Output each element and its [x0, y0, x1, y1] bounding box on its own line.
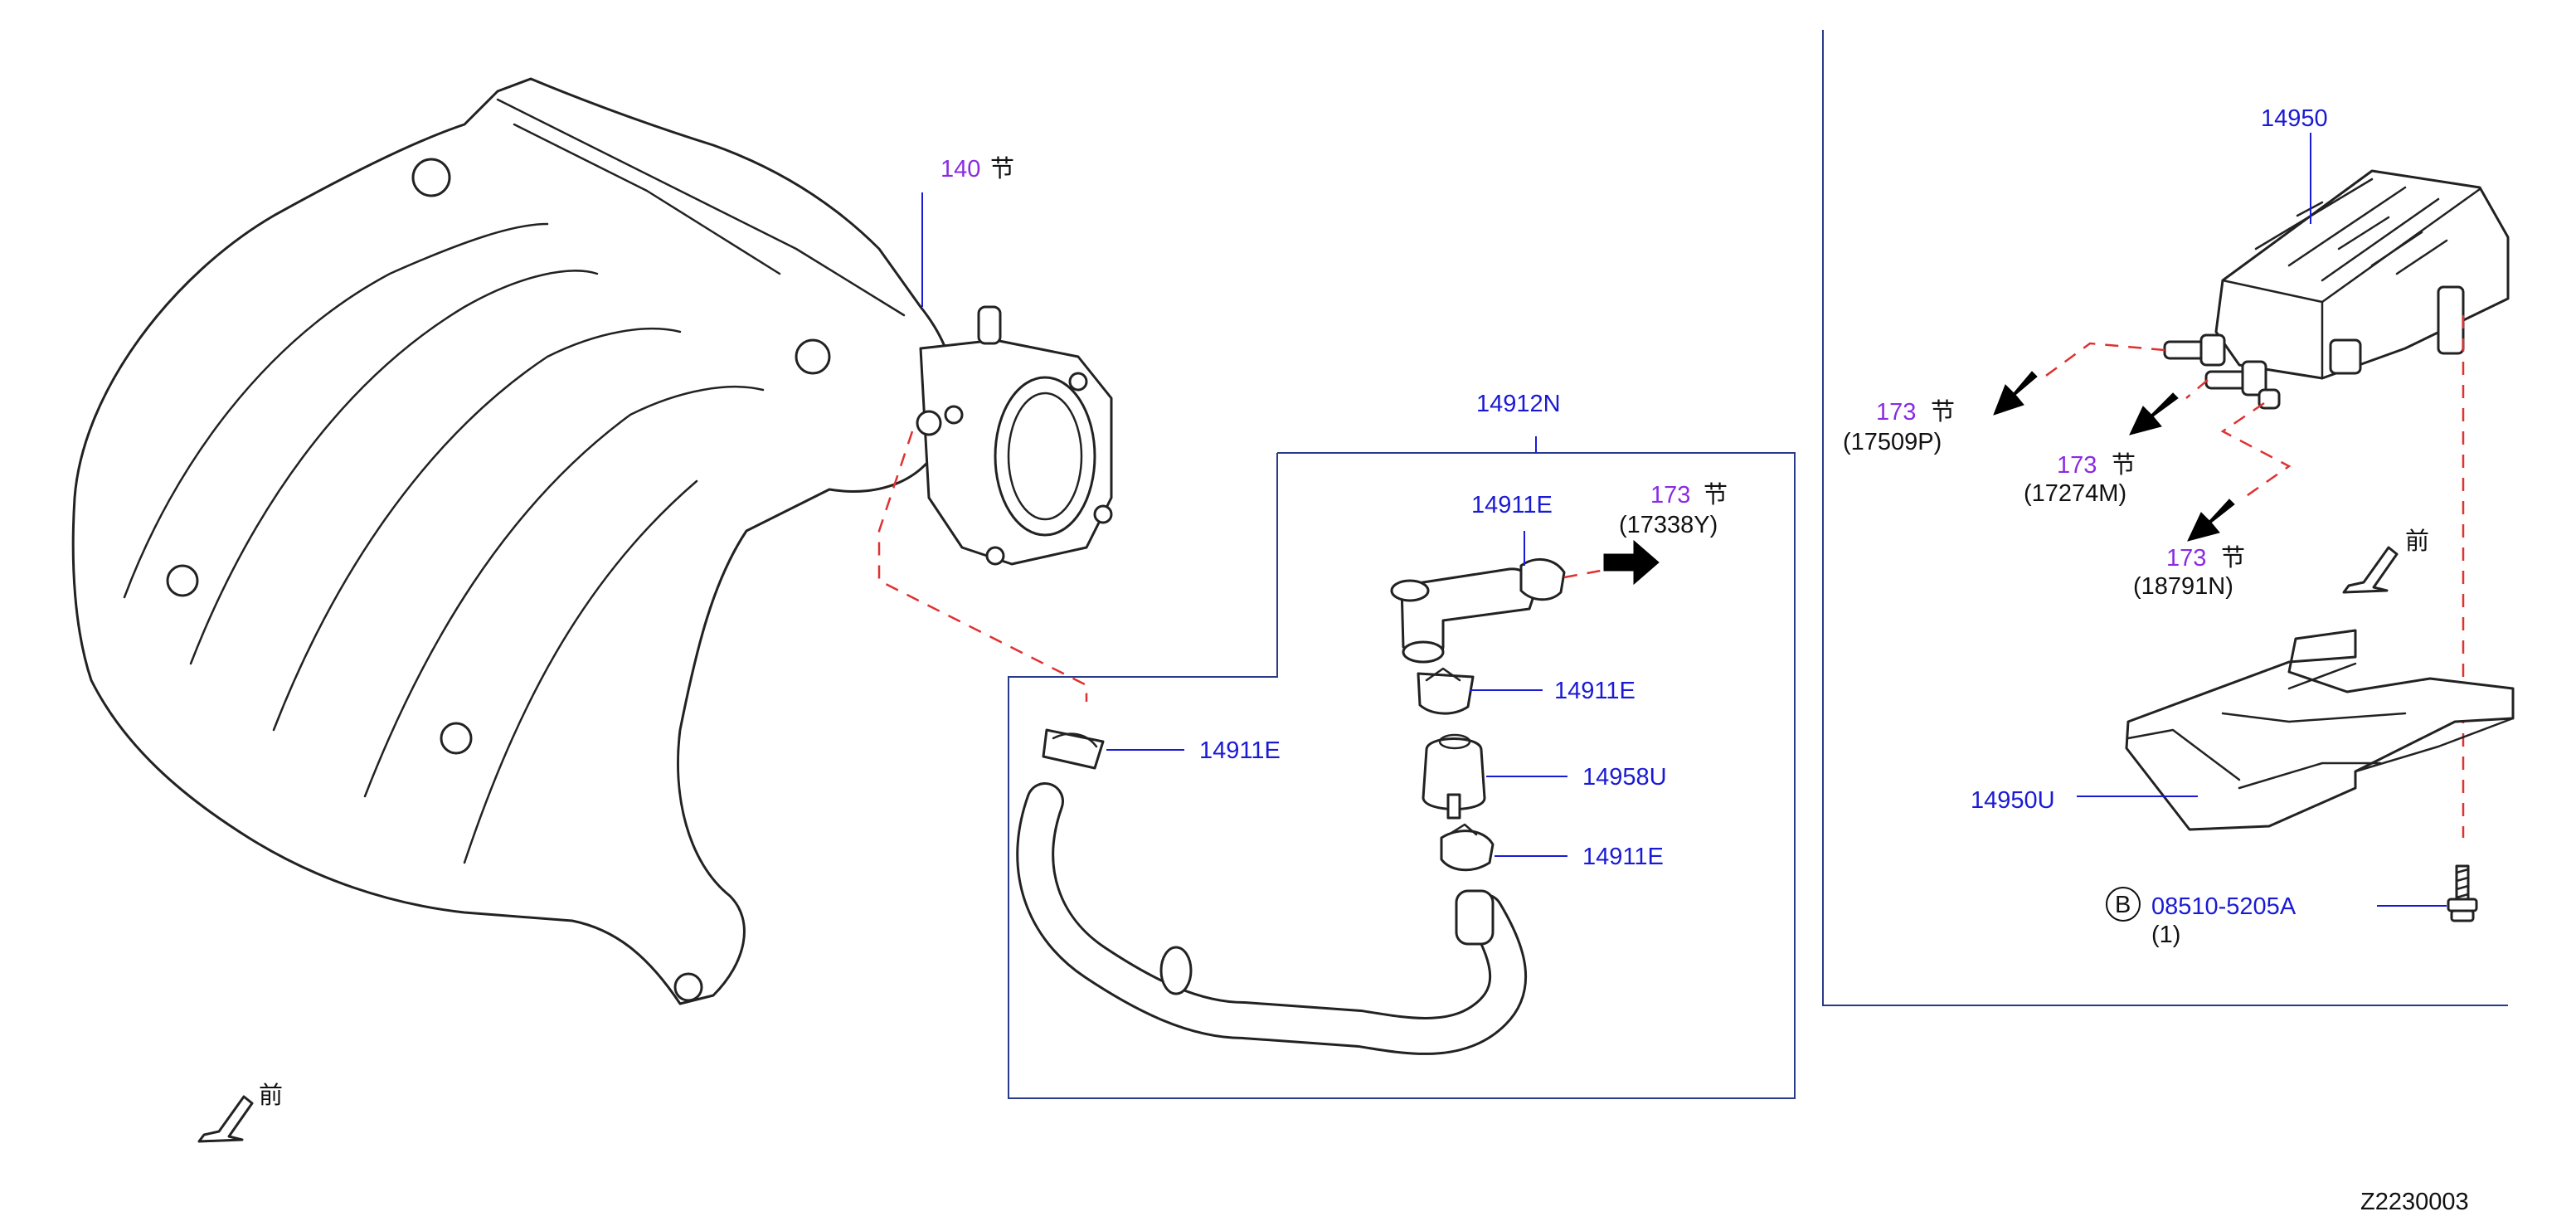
intake-manifold-drawing: [71, 77, 1113, 1005]
direction-arrow-17338: [1603, 539, 1660, 586]
ref-17509-mark: 节: [1931, 398, 1955, 426]
intake-ref-mark: 节: [990, 155, 1014, 182]
ref-17338-code: (17338Y): [1619, 512, 1718, 538]
front-arrow-icon-left: 前: [197, 1082, 283, 1143]
ref-17274-number[interactable]: 173: [2057, 452, 2097, 479]
ref-17338-number[interactable]: 173: [1650, 482, 1690, 508]
ref-18791-number[interactable]: 173: [2166, 545, 2206, 572]
bolt-badge-letter: B: [2115, 892, 2131, 918]
hose-drawing: [1016, 557, 1566, 1055]
canister-section-frame: [1822, 30, 2508, 1006]
clamp-low-part-number[interactable]: 14911E: [1582, 844, 1664, 870]
direction-arrow-17274: [2129, 392, 2179, 435]
front-arrow-icon-right: 前: [2342, 528, 2429, 594]
ref-18791-code: (18791N): [2133, 573, 2233, 600]
valve-part-number[interactable]: 14958U: [1582, 764, 1667, 791]
intake-ref-number[interactable]: 140: [940, 156, 980, 182]
ref-17274-code: (17274M): [2024, 480, 2126, 507]
ref-17338-mark: 节: [1704, 481, 1728, 508]
ref-17274-mark: 节: [2112, 451, 2136, 479]
clamp-mid-part-number[interactable]: 14911E: [1554, 678, 1636, 704]
direction-arrow-18791: [2187, 499, 2235, 542]
bolt-quantity: (1): [2151, 922, 2180, 948]
hose-assembly-frame: [1008, 452, 1796, 1099]
direction-arrow-17509: [1993, 371, 2038, 416]
clamp-top-part-number[interactable]: 14911E: [1471, 492, 1553, 518]
diagram-code: Z2230003: [2360, 1189, 2469, 1215]
bracket-drawing: [2125, 629, 2515, 831]
canister-drawing: [2163, 169, 2510, 410]
ref-17509-code: (17509P): [1843, 429, 1942, 455]
front-mark-left: 前: [259, 1082, 283, 1109]
ref-17509-number[interactable]: 173: [1876, 399, 1916, 426]
hose-assembly-part-number[interactable]: 14912N: [1476, 391, 1561, 417]
bolt-badge-circle: [2106, 887, 2141, 922]
front-mark-right: 前: [2405, 528, 2429, 555]
bolt-part-number[interactable]: 08510-5205A: [2151, 893, 2297, 920]
bracket-part-number[interactable]: 14950U: [1971, 787, 2055, 814]
canister-part-number[interactable]: 14950: [2261, 105, 2328, 132]
clamp-left-part-number[interactable]: 14911E: [1199, 737, 1281, 764]
ref-18791-mark: 节: [2221, 544, 2245, 572]
bolt-drawing: [2447, 864, 2478, 922]
